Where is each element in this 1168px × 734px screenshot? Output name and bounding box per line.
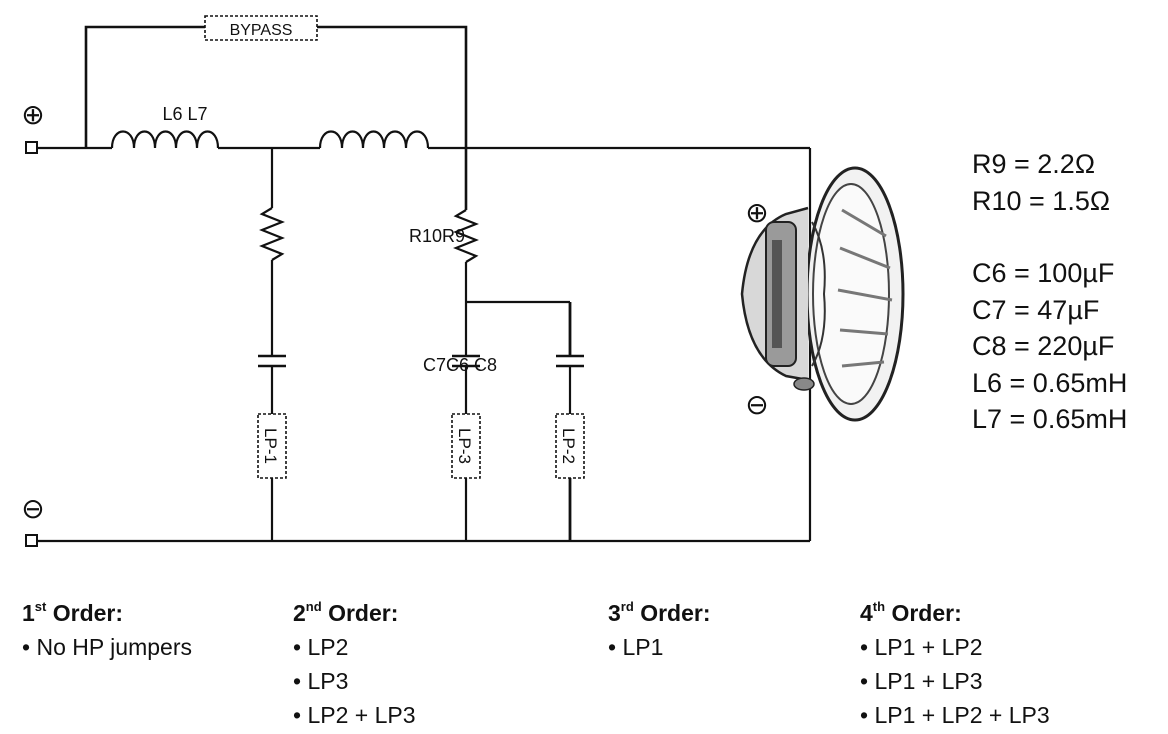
jumper-lp3	[451, 413, 481, 479]
value-c6: C6 = 100µF	[972, 258, 1115, 288]
resistor-label: R10R9	[409, 226, 465, 246]
bypass-jumper	[204, 15, 318, 41]
order-4-item: • LP1 + LP2	[860, 634, 983, 660]
component-values: R9 = 2.2Ω R10 = 1.5Ω C6 = 100µF C7 = 47µ…	[972, 146, 1127, 438]
value-r9: R9 = 2.2Ω	[972, 149, 1096, 179]
resistor-branch1	[259, 207, 285, 261]
spacer	[972, 219, 1127, 255]
order-3-item: • LP1	[608, 634, 664, 660]
order-2-heading: 2nd Order:	[293, 599, 399, 626]
terminal-negative	[25, 534, 38, 547]
bypass-wire	[84, 25, 468, 210]
jumper-lp1-label: LP-1	[261, 428, 280, 464]
order-4-heading: 4th Order:	[860, 599, 962, 626]
order-3-heading: 3rd Order:	[608, 599, 711, 626]
capacitor-label: C7C6 C8	[423, 355, 497, 375]
order-1-block: 1st Order: • No HP jumpers	[22, 590, 192, 664]
value-c7: C7 = 47µF	[972, 294, 1100, 325]
jumper-lp2	[555, 413, 585, 479]
jumper-lp2-label: LP-2	[559, 428, 578, 464]
order-2-item: • LP2	[293, 634, 349, 660]
order-4-item: • LP1 + LP3	[860, 668, 983, 694]
order-4-item: • LP1 + LP2 + LP3	[860, 702, 1050, 728]
speaker-plus-icon: ⊕	[745, 197, 768, 228]
value-c8: C8 = 220µF	[972, 331, 1115, 361]
value-r10: R10 = 1.5Ω	[972, 185, 1111, 216]
terminal-minus-icon: ⊖	[21, 493, 44, 524]
terminal-plus-icon: ⊕	[21, 99, 44, 130]
bypass-label: BYPASS	[230, 22, 293, 39]
value-l6: L6 = 0.65mH	[972, 367, 1128, 398]
speaker-minus-icon: ⊖	[745, 389, 768, 420]
inductor-label: L6 L7	[162, 104, 207, 124]
jumper-lp3-label: LP-3	[455, 428, 474, 464]
resistor-r10-r9	[453, 209, 479, 263]
inductor-l7	[318, 130, 430, 149]
value-l7: L7 = 0.65mH	[972, 404, 1128, 434]
terminal-positive	[25, 141, 38, 154]
order-1-item: • No HP jumpers	[22, 634, 192, 660]
inductor-l6	[110, 130, 220, 149]
order-3-block: 3rd Order: • LP1	[608, 590, 710, 664]
jumper-lp1	[257, 413, 287, 479]
order-1-heading: 1st Order:	[22, 599, 124, 626]
order-2-item: • LP2 + LP3	[293, 702, 416, 728]
order-2-block: 2nd Order: • LP2 • LP3 • LP2 + LP3	[293, 590, 416, 732]
order-2-item: • LP3	[293, 668, 349, 694]
speaker-icon	[740, 166, 905, 422]
order-4-block: 4th Order: • LP1 + LP2 • LP1 + LP3 • LP1…	[860, 590, 1050, 732]
